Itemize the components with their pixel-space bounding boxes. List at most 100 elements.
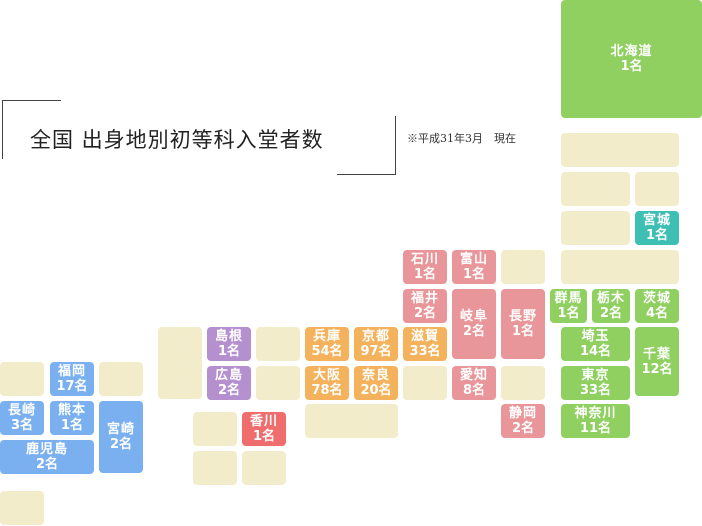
empty-cell [256,366,300,400]
pref-name: 宮城 [642,213,671,228]
pref-name: 群馬 [554,291,583,306]
empty-cell [635,172,679,206]
pref-osaka: 大阪 78名 [305,366,349,400]
pref-count: 20名 [360,383,392,398]
pref-shimane: 島根 1名 [207,327,251,361]
pref-count: 1名 [620,59,643,74]
pref-name: 京都 [361,329,390,344]
pref-kagoshima: 鹿児島 2名 [0,440,94,474]
pref-name: 香川 [249,414,278,429]
title-bracket-bottom-right [337,116,396,175]
pref-shizuoka: 静岡 2名 [501,404,545,438]
empty-cell [501,366,545,400]
pref-chiba: 千葉 12名 [635,327,679,396]
pref-name: 長野 [508,309,537,324]
pref-name: 石川 [410,252,439,267]
pref-count: 1名 [511,324,535,339]
pref-fukuoka: 福岡 17名 [50,362,94,396]
empty-cell [158,327,202,399]
pref-count: 33名 [579,383,612,398]
pref-name: 熊本 [57,403,86,418]
pref-ishikawa: 石川 1名 [403,250,447,284]
empty-cell [193,451,237,485]
pref-count: 4名 [645,306,669,321]
pref-kanagawa: 神奈川 11名 [561,404,630,438]
pref-ibaraki: 茨城 4名 [635,289,679,323]
empty-cell [305,404,398,438]
pref-name: 東京 [581,368,610,383]
pref-count: 54名 [311,344,343,359]
pref-count: 1名 [60,418,84,433]
pref-name: 岐阜 [459,309,488,324]
pref-count: 12名 [641,361,673,377]
pref-count: 1名 [413,267,437,282]
pref-name: 滋賀 [410,329,439,344]
pref-name: 兵庫 [312,329,341,344]
pref-nagasaki: 長崎 3名 [0,401,44,435]
pref-count: 1名 [252,429,276,444]
pref-count: 8名 [462,383,486,398]
title-frame: 全国 出身地別初等科入堂者数 [2,100,396,175]
pref-name: 鹿児島 [25,442,68,457]
pref-name: 島根 [214,329,243,344]
pref-count: 1名 [462,267,486,282]
pref-count: 2名 [413,306,437,321]
pref-name: 千葉 [642,346,671,362]
pref-count: 33名 [409,344,441,359]
empty-cell [242,451,286,485]
pref-count: 14名 [579,344,612,359]
pref-name: 富山 [459,252,488,267]
pref-tokyo: 東京 33名 [561,366,630,400]
pref-name: 福井 [410,291,439,306]
date-note: ※平成31年3月 現在 [407,132,516,145]
empty-cell [501,250,545,284]
pref-count: 2名 [462,324,486,339]
pref-miyagi: 宮城 1名 [635,211,679,245]
pref-name: 北海道 [610,44,653,59]
empty-cell [0,362,44,396]
pref-name: 広島 [214,368,243,383]
empty-cell [561,211,630,245]
pref-hokkaido: 北海道 1名 [561,0,702,118]
empty-cell [0,491,44,525]
pref-hiroshima: 広島 2名 [207,366,251,400]
pref-name: 埼玉 [581,329,610,344]
pref-name: 大阪 [312,368,341,383]
title-bracket-top-left [2,100,61,159]
empty-cell [99,362,143,396]
pref-count: 1名 [557,306,580,321]
pref-aichi: 愛知 8名 [452,366,496,400]
pref-name: 茨城 [642,291,671,306]
pref-count: 1名 [645,228,669,243]
pref-toyama: 富山 1名 [452,250,496,284]
pref-name: 福岡 [57,364,86,379]
pref-saitama: 埼玉 14名 [561,327,630,361]
empty-cell [403,366,447,400]
pref-name: 奈良 [361,368,390,383]
pref-nara: 奈良 20名 [354,366,398,400]
pref-name: 神奈川 [574,406,617,421]
pref-count: 97名 [360,344,392,359]
empty-cell [256,327,300,361]
pref-hyogo: 兵庫 54名 [305,327,349,361]
pref-tochigi: 栃木 2名 [592,289,630,323]
pref-count: 2名 [109,437,133,452]
pref-name: 栃木 [596,291,625,306]
pref-name: 長崎 [7,403,36,418]
page-title: 全国 出身地別初等科入堂者数 [30,128,324,152]
empty-cell [193,412,237,446]
pref-kagawa: 香川 1名 [242,412,286,446]
pref-count: 78名 [311,383,343,398]
pref-count: 1名 [217,344,241,359]
pref-shiga: 滋賀 33名 [403,327,447,361]
pref-name: 愛知 [459,368,488,383]
pref-count: 17名 [56,379,88,394]
pref-fukui: 福井 2名 [403,289,447,323]
pref-count: 2名 [511,421,535,436]
empty-cell [561,250,679,284]
empty-cell [561,172,630,206]
pref-nagano: 長野 1名 [501,289,545,359]
pref-count: 2名 [599,306,623,321]
pref-name: 宮崎 [106,422,135,437]
pref-count: 2名 [217,383,241,398]
